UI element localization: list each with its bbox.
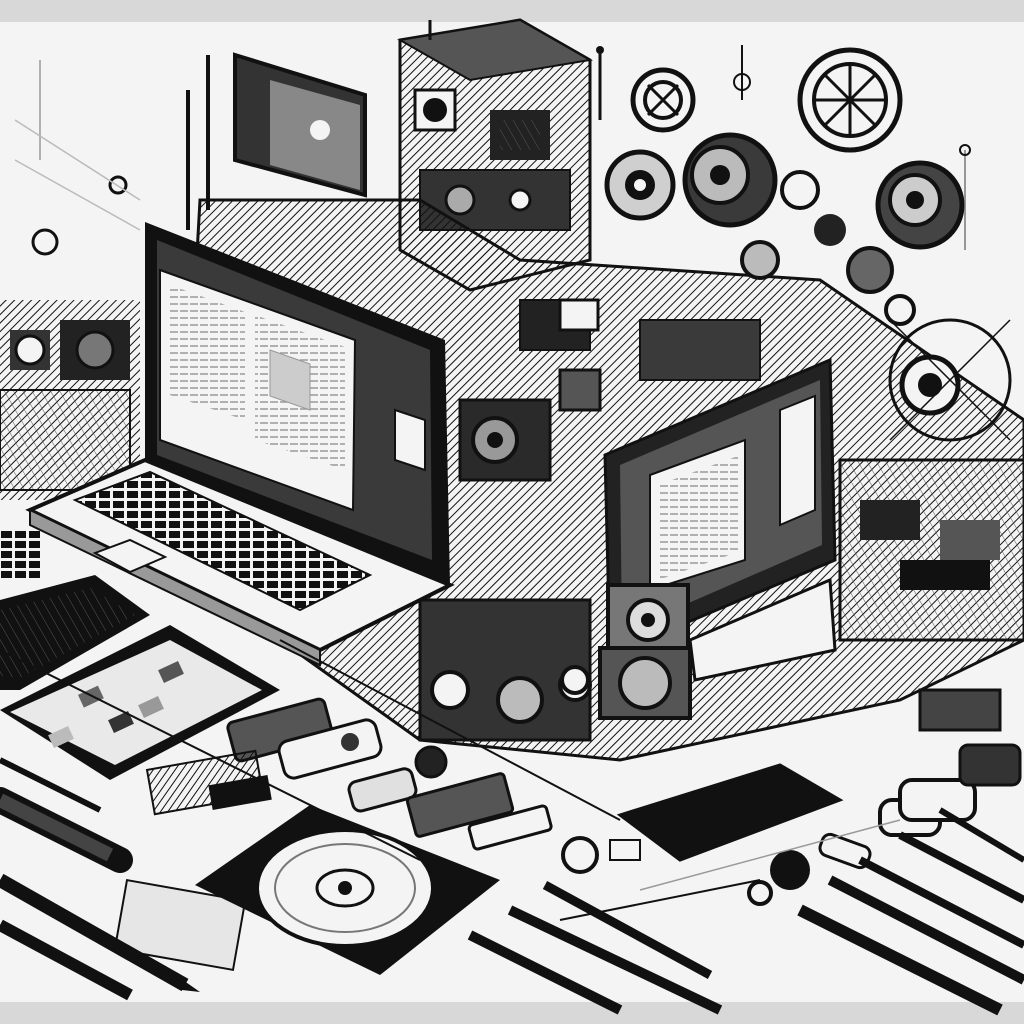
left-machinery [0, 60, 141, 500]
speaker-cubes [560, 583, 692, 720]
desktop-monitor [603, 357, 837, 682]
desk-gadgets [113, 697, 1022, 972]
tablets [0, 530, 280, 780]
laptop [25, 222, 455, 667]
pens [0, 757, 1024, 1016]
rear-display [186, 52, 367, 230]
compass-dial [195, 805, 500, 975]
floating-gears [604, 45, 1012, 442]
desk-outlines [0, 639, 901, 921]
keyboard [616, 763, 844, 862]
